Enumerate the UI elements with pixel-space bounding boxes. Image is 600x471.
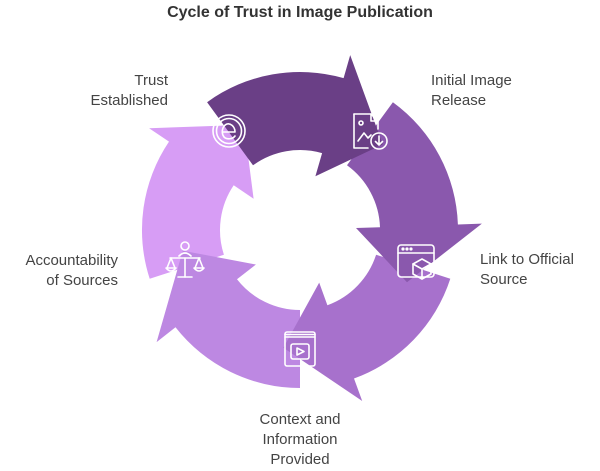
cycle-arrow-step-2 [347,102,482,283]
step-label-link-to-official-source: Link to Official Source [480,251,574,288]
step-label-accountability-of-sources: Accountability of Sources [25,252,118,289]
seal-e-icon [212,114,246,148]
scales-person-icon [165,241,205,278]
browser-package-icon [397,244,435,280]
book-video-icon [284,331,316,367]
step-label-context-and-information-provided: Context and Information Provided [259,411,341,468]
cycle-arrow-step-4 [156,250,300,388]
image-download-icon [353,113,388,150]
cycle-icons [165,113,435,367]
diagram-title: Cycle of Trust in Image Publication [167,4,433,21]
step-label-initial-image-release: Initial Image Release [431,72,512,109]
cycle-arrow-step-1 [207,55,383,177]
cycle-segments [141,55,482,401]
step-label-trust-established: Trust Established [90,72,168,109]
cycle-arrow-step-3 [283,254,451,401]
cycle-arrow-step-5 [141,124,254,279]
